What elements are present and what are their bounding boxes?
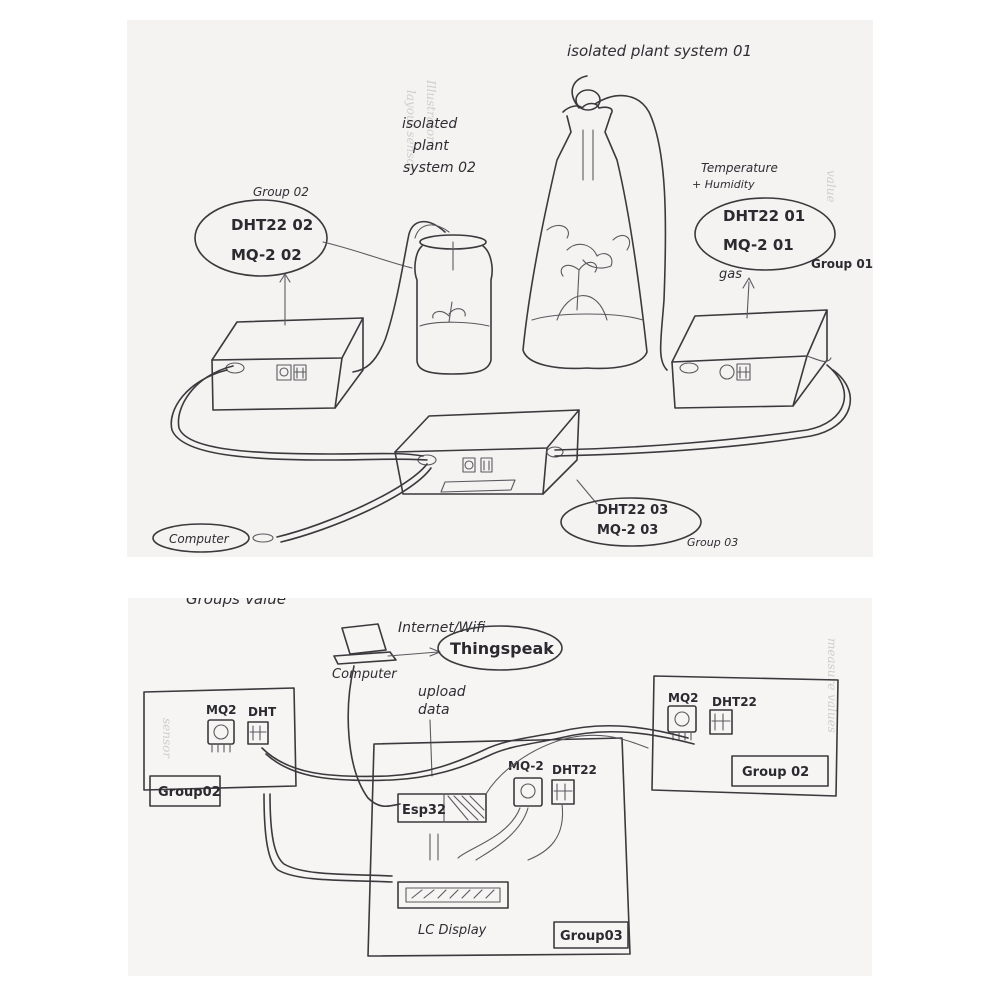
bleed-through-text: Illustrator... layout sensor value	[404, 79, 838, 203]
center-group-box: Esp32 MQ-2 DHT22 LC Display Group03	[367, 737, 631, 957]
bleed-through-text-bottom: measure values sensor	[160, 638, 839, 759]
svg-text:value: value	[824, 170, 838, 203]
right-group-label: Group 02	[742, 765, 809, 780]
group02-box	[211, 273, 364, 411]
group02-label-group: Group 02 DHT22 02 MQ-2 02	[194, 185, 413, 277]
system02-label-group: isolated plant system 02	[402, 116, 476, 176]
upload-label-1: upload	[418, 684, 466, 700]
svg-text:Illustrator...: Illustrator...	[424, 79, 438, 152]
top-sketch-panel: Illustrator... layout sensor value Group…	[127, 20, 873, 557]
group01-mq-label: MQ-2 01	[723, 236, 794, 254]
center-dht-label: DHT22	[552, 763, 597, 777]
group01-temp-note-1: Temperature	[701, 161, 778, 175]
group02-name: Group 02	[253, 185, 309, 199]
center-mq-label: MQ-2	[508, 759, 544, 773]
group01-name: Group 01	[811, 257, 873, 271]
group03-label-group: DHT22 03 MQ-2 03 Group 03	[560, 497, 738, 549]
jar-plant-system-02	[352, 220, 493, 375]
group03-mq-label: MQ-2 03	[597, 523, 658, 538]
group02-mq-label: MQ-2 02	[231, 246, 302, 264]
group01-box	[671, 277, 832, 409]
group01-dht-label: DHT22 01	[723, 207, 805, 225]
partial-heading: Groups Value	[186, 598, 286, 608]
system02-line2: plant	[412, 138, 449, 154]
bell-jar-plant-system-01: isolated plant system 01	[522, 42, 752, 371]
right-group-box: MQ2 DHT22 Group 02	[651, 675, 839, 797]
computer-label: Computer	[169, 532, 230, 546]
center-group-label: Group03	[560, 929, 623, 944]
group03-dht-label: DHT22 03	[597, 503, 668, 518]
left-group-label: Group02	[158, 785, 221, 800]
computer-label-bottom: Computer	[332, 667, 398, 682]
cables-top	[170, 364, 852, 543]
bottom-sketch-drawing: measure values sensor Groups Value Compu…	[143, 598, 839, 957]
computer-label-group: Computer	[152, 523, 274, 553]
esp32-label: Esp32	[402, 803, 446, 818]
upload-label-2: data	[418, 702, 450, 718]
lcd-label: LC Display	[418, 923, 487, 938]
left-dht-label: DHT	[248, 705, 277, 719]
group03-name: Group 03	[687, 536, 738, 549]
right-mq-label: MQ2	[668, 691, 699, 705]
group03-box	[394, 409, 598, 505]
system01-label: isolated plant system 01	[567, 42, 752, 60]
svg-text:sensor: sensor	[160, 718, 174, 759]
svg-text:layout sensor: layout sensor	[404, 90, 418, 173]
system02-line3: system 02	[403, 160, 476, 176]
left-group-box: MQ2 DHT Group02	[143, 687, 297, 807]
group01-label-group: Temperature + Humidity DHT22 01 MQ-2 01 …	[692, 161, 873, 282]
system02-line1: isolated	[402, 116, 457, 132]
group01-gas-note: gas	[719, 267, 742, 282]
group01-temp-note-2: + Humidity	[692, 178, 755, 191]
svg-text:measure values: measure values	[825, 638, 839, 733]
computer-laptop: Computer Internet/Wifi Thingspeak upload…	[332, 620, 563, 808]
bottom-sketch-panel: measure values sensor Groups Value Compu…	[128, 598, 872, 976]
top-sketch-drawing: Illustrator... layout sensor value Group…	[152, 42, 873, 553]
group02-dht-label: DHT22 02	[231, 216, 313, 234]
wires-bottom	[261, 724, 695, 883]
left-mq-label: MQ2	[206, 703, 237, 717]
right-dht-label: DHT22	[712, 695, 757, 709]
thingspeak-label: Thingspeak	[450, 639, 554, 658]
internet-label: Internet/Wifi	[398, 620, 485, 636]
